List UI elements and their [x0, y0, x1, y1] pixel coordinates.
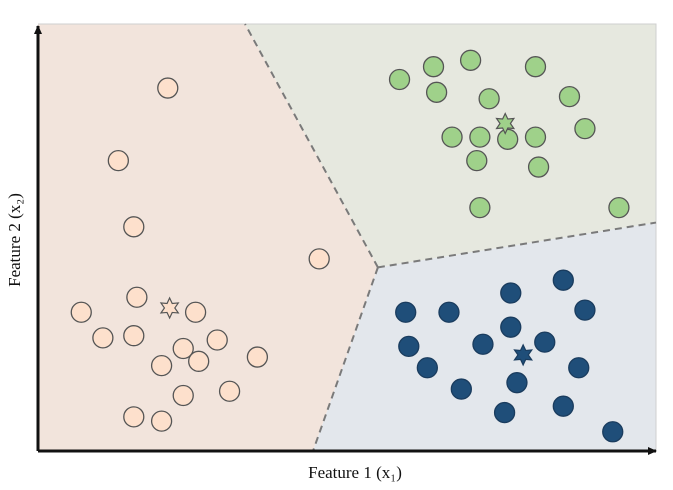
- decision-boundary: [312, 267, 379, 452]
- data-point: [157, 77, 179, 99]
- cluster-centroids: [159, 112, 534, 367]
- data-point: [123, 406, 145, 428]
- data-point: [568, 357, 590, 379]
- data-point: [500, 316, 522, 338]
- data-point: [574, 299, 596, 321]
- data-point: [497, 128, 519, 150]
- data-point: [608, 196, 630, 219]
- data-point: [602, 421, 624, 443]
- y-axis-label: Feature 2 (x₂): [5, 193, 24, 287]
- data-point: [395, 301, 417, 323]
- data-point: [246, 346, 269, 368]
- decision-boundaries: [244, 23, 657, 452]
- data-point: [441, 126, 463, 148]
- data-point: [92, 327, 114, 349]
- data-point: [552, 269, 574, 291]
- data-point: [500, 282, 522, 304]
- data-point: [388, 68, 411, 91]
- plot-frame: [38, 23, 657, 451]
- data-point: [123, 216, 145, 238]
- data-point: [70, 301, 92, 323]
- data-point: [398, 335, 420, 358]
- data-point: [527, 156, 550, 178]
- data-point: [422, 56, 445, 78]
- x-axis-label: Feature 1 (x₁): [308, 463, 402, 482]
- data-point: [506, 372, 528, 394]
- data-point: [478, 88, 500, 110]
- data-point: [188, 350, 210, 372]
- data-point: [469, 126, 491, 148]
- data-point: [172, 384, 194, 407]
- data-point: [524, 56, 547, 78]
- data-point: [126, 286, 148, 308]
- data-point: [107, 149, 129, 172]
- data-point: [552, 395, 574, 417]
- data-point: [574, 117, 596, 140]
- decision-boundary: [377, 221, 657, 269]
- data-point: [450, 378, 472, 400]
- data-point: [466, 149, 488, 172]
- data-point: [438, 301, 460, 323]
- centroid-star: [159, 296, 180, 320]
- data-point: [123, 325, 145, 347]
- data-point: [524, 126, 547, 148]
- data-point: [150, 354, 173, 377]
- data-point: [472, 333, 494, 355]
- data-point: [172, 337, 194, 360]
- data-point: [308, 248, 330, 270]
- data-point: [425, 81, 448, 103]
- data-point: [218, 380, 241, 402]
- data-point: [558, 85, 581, 108]
- data-point: [206, 329, 228, 351]
- data-point: [184, 301, 207, 323]
- data-point: [493, 401, 516, 424]
- centroid-star: [513, 343, 534, 367]
- centroid-star: [495, 112, 516, 135]
- data-point: [469, 196, 491, 219]
- data-point: [459, 49, 482, 71]
- cluster-region: [38, 24, 378, 451]
- data-points: [70, 49, 630, 443]
- decision-boundary: [244, 23, 379, 268]
- data-point: [150, 410, 173, 432]
- data-point: [416, 357, 438, 379]
- data-point: [534, 331, 556, 353]
